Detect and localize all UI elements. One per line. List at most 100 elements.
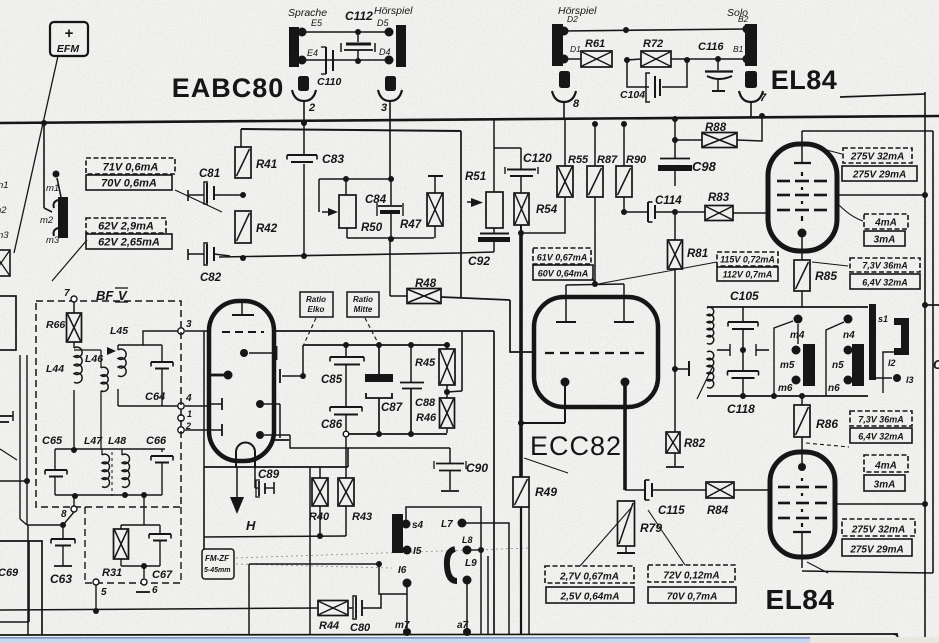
- svg-text:C67: C67: [152, 569, 173, 581]
- svg-text:C82: C82: [200, 272, 222, 284]
- svg-text:Mitte: Mitte: [354, 305, 373, 314]
- svg-text:R79: R79: [640, 521, 662, 535]
- svg-text:Solo: Solo: [727, 7, 748, 19]
- svg-text:n1: n1: [0, 180, 9, 191]
- svg-text:R41: R41: [256, 159, 277, 171]
- svg-text:C64: C64: [145, 391, 165, 403]
- svg-text:C116: C116: [698, 41, 724, 53]
- svg-text:C114: C114: [655, 195, 682, 207]
- svg-text:3mA: 3mA: [874, 480, 896, 491]
- svg-text:112V 0,7mA: 112V 0,7mA: [723, 270, 773, 280]
- svg-text:C90: C90: [466, 461, 488, 475]
- svg-text:275V 29mA: 275V 29mA: [849, 545, 903, 556]
- svg-text:C104: C104: [620, 89, 645, 101]
- svg-text:n4: n4: [843, 330, 855, 341]
- svg-text:R49: R49: [535, 485, 557, 499]
- svg-text:6,4V 32mA: 6,4V 32mA: [858, 432, 904, 442]
- svg-text:C80: C80: [350, 622, 371, 634]
- svg-text:m1: m1: [46, 183, 59, 194]
- svg-text:275V 29mA: 275V 29mA: [852, 170, 906, 181]
- svg-text:C92: C92: [468, 254, 490, 268]
- svg-text:C86: C86: [321, 419, 343, 431]
- svg-text:I3: I3: [906, 375, 914, 385]
- svg-text:n2: n2: [0, 205, 7, 216]
- svg-text:7,3V 36mA: 7,3V 36mA: [858, 415, 904, 425]
- svg-text:C84: C84: [365, 194, 387, 206]
- svg-text:62V 2,9mA: 62V 2,9mA: [98, 221, 154, 233]
- svg-text:70V 0,6mA: 70V 0,6mA: [101, 178, 157, 190]
- svg-text:61V 0,67mA: 61V 0,67mA: [537, 253, 588, 263]
- svg-text:m6: m6: [778, 383, 793, 394]
- svg-text:Hörspiel: Hörspiel: [558, 5, 597, 17]
- svg-text:2,5V 0,64mA: 2,5V 0,64mA: [560, 592, 620, 603]
- svg-text:EL84: EL84: [766, 584, 835, 615]
- svg-text:B2: B2: [738, 14, 749, 24]
- svg-text:72V 0,12mA: 72V 0,12mA: [663, 571, 719, 582]
- svg-text:R54: R54: [536, 204, 558, 216]
- svg-text:60V 0,64mA: 60V 0,64mA: [538, 269, 589, 279]
- svg-text:C118: C118: [727, 402, 755, 416]
- svg-text:C110: C110: [317, 76, 341, 88]
- svg-text:E4: E4: [307, 48, 318, 58]
- svg-text:n3: n3: [0, 230, 9, 241]
- svg-text:C81: C81: [199, 168, 220, 180]
- svg-text:BF: BF: [96, 288, 114, 303]
- svg-text:R43: R43: [352, 511, 372, 523]
- svg-text:L8: L8: [462, 535, 473, 545]
- svg-text:C89: C89: [258, 469, 280, 481]
- svg-text:I2: I2: [888, 358, 896, 368]
- svg-text:n6: n6: [828, 383, 840, 394]
- svg-text:D1: D1: [570, 44, 581, 54]
- svg-text:L48: L48: [108, 435, 126, 447]
- svg-text:7,3V 36mA: 7,3V 36mA: [862, 261, 908, 271]
- svg-text:3mA: 3mA: [874, 235, 896, 246]
- svg-text:H: H: [246, 518, 256, 533]
- svg-text:I6: I6: [398, 565, 407, 576]
- svg-text:D2: D2: [567, 14, 578, 24]
- svg-text:R42: R42: [256, 223, 278, 235]
- svg-text:R31: R31: [102, 567, 122, 579]
- svg-text:115V 0,72mA: 115V 0,72mA: [720, 255, 775, 265]
- svg-text:Hörspiel: Hörspiel: [374, 5, 413, 17]
- svg-text:275V 32mA: 275V 32mA: [851, 525, 905, 536]
- svg-text:I5: I5: [413, 546, 422, 557]
- svg-text:m5: m5: [780, 360, 795, 371]
- svg-text:D4: D4: [379, 47, 391, 57]
- svg-text:s1: s1: [878, 314, 888, 324]
- svg-text:6: 6: [152, 585, 158, 596]
- svg-text:7: 7: [760, 92, 767, 104]
- svg-text:+: +: [65, 25, 74, 42]
- svg-text:8: 8: [61, 509, 67, 520]
- svg-text:m7: m7: [395, 620, 410, 631]
- svg-text:R55: R55: [568, 154, 589, 166]
- svg-text:275V 32mA: 275V 32mA: [850, 152, 904, 163]
- svg-text:8: 8: [573, 98, 580, 110]
- svg-text:4mA: 4mA: [874, 461, 897, 472]
- svg-text:4mA: 4mA: [874, 218, 897, 229]
- svg-text:C88: C88: [415, 397, 436, 409]
- svg-text:C105: C105: [730, 289, 759, 303]
- svg-text:R87: R87: [597, 154, 618, 166]
- svg-text:R44: R44: [319, 620, 339, 632]
- svg-text:C120: C120: [523, 151, 552, 165]
- svg-text:R90: R90: [626, 154, 647, 166]
- svg-text:R48: R48: [415, 278, 437, 290]
- svg-text:R46: R46: [416, 412, 437, 424]
- svg-text:L47: L47: [84, 435, 103, 447]
- svg-text:D5: D5: [377, 18, 389, 28]
- svg-text:C112: C112: [345, 9, 373, 23]
- svg-text:C115: C115: [658, 505, 685, 517]
- svg-text:L45: L45: [110, 325, 128, 337]
- svg-text:R66: R66: [46, 319, 65, 331]
- svg-text:71V 0,6mA: 71V 0,6mA: [103, 162, 159, 174]
- svg-text:C65: C65: [42, 435, 63, 447]
- svg-text:FM-ZF: FM-ZF: [205, 554, 230, 563]
- svg-text:R81: R81: [687, 248, 708, 260]
- svg-text:5: 5: [101, 587, 107, 598]
- svg-text:C98: C98: [692, 159, 717, 174]
- svg-text:C63: C63: [50, 572, 72, 586]
- svg-text:R47: R47: [400, 219, 422, 231]
- svg-text:EFM: EFM: [57, 43, 79, 55]
- svg-text:R85: R85: [815, 269, 837, 283]
- svg-text:C83: C83: [322, 152, 344, 166]
